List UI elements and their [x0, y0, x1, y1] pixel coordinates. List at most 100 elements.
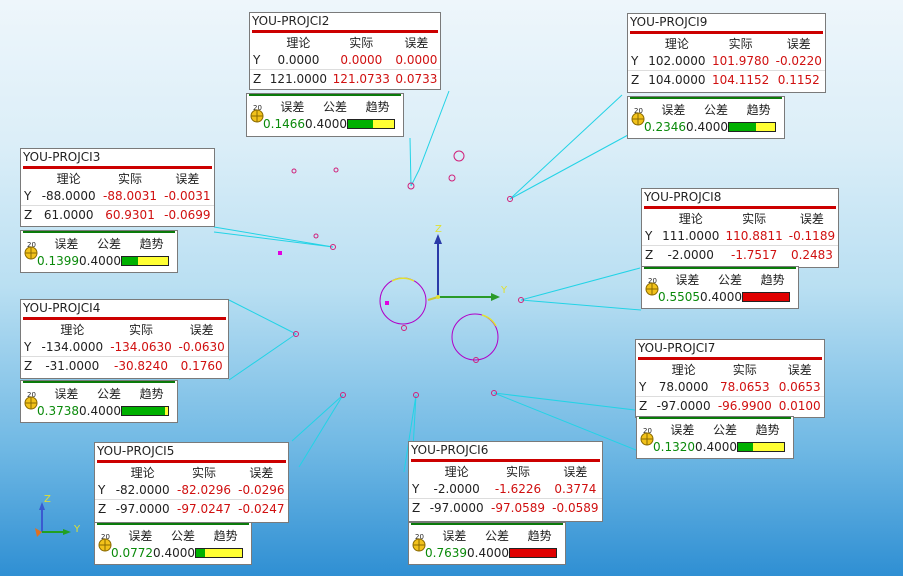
feature-name: YOU-PROJCI8 [644, 190, 722, 204]
triad-z-label: Z [435, 224, 442, 235]
axis-name: Y [95, 481, 112, 500]
col-trend: 趋势 [213, 529, 238, 543]
tolerance-box-c5[interactable]: 20 误差 公差 趋势 0.0772 0.4000 [94, 522, 252, 565]
actual-value: -1.7517 [730, 248, 778, 262]
error-value: 0.0733 [395, 72, 438, 86]
error-value: 0.0100 [778, 399, 821, 413]
col-nominal: 理论 [678, 211, 703, 226]
table-row: Y 102.0000 101.9780 -0.0220 [628, 52, 825, 71]
tolerance-box-c9[interactable]: 20 误差 公差 趋势 0.2346 0.4000 [627, 96, 785, 139]
col-error: 误差 [563, 464, 588, 479]
label-card-c5[interactable]: YOU-PROJCI5 理论 实际 误差 Y -82.0000 -82.0296… [94, 442, 289, 523]
divider [644, 206, 836, 209]
col-tolerance: 公差 [718, 273, 743, 287]
label-card-c7[interactable]: YOU-PROJCI7 理论 实际 误差 Y 78.0000 78.0653 0… [635, 339, 825, 418]
trend-bar [195, 548, 243, 558]
tolerance-icon: 20 [23, 239, 41, 261]
col-nominal: 理论 [60, 322, 85, 337]
axis-name: Z [253, 72, 262, 86]
tolerance-box-c8[interactable]: 20 误差 公差 趋势 0.5505 0.4000 [641, 266, 799, 309]
nominal-value: -2.0000 [426, 480, 488, 499]
label-card-c4[interactable]: YOU-PROJCI4 理论 实际 误差 Y -134.0000 -134.06… [20, 299, 229, 379]
svg-text:20: 20 [643, 427, 652, 435]
error-value: -0.0220 [772, 52, 825, 71]
trend-bar [509, 548, 557, 558]
col-actual: 实际 [742, 211, 767, 226]
col-trend: 趋势 [527, 529, 552, 543]
col-trend: 趋势 [139, 237, 164, 251]
nominal-value: 121.0000 [269, 72, 328, 86]
actual-value: -97.0589 [491, 501, 545, 515]
col-nominal: 理论 [56, 171, 81, 186]
divider [23, 381, 175, 384]
tolerance-box-c3[interactable]: 20 误差 公差 趋势 0.1399 0.4000 [20, 230, 178, 273]
axis-name: Y [250, 51, 267, 70]
col-error: 误差 [404, 35, 429, 50]
col-actual: 实际 [506, 464, 531, 479]
actual-value: -96.9900 [717, 399, 772, 413]
label-card-c8[interactable]: YOU-PROJCI8 理论 实际 误差 Y 111.0000 110.8811… [641, 188, 839, 268]
divider [639, 417, 791, 420]
col-trend: 趋势 [746, 103, 771, 117]
deviation-value: 0.1466 [263, 117, 305, 131]
trend-fill [729, 123, 756, 131]
actual-value: 78.0653 [714, 378, 776, 397]
result-table: 理论 实际 误差 Y -2.0000 -1.6226 0.3774 Z -97.… [409, 462, 602, 517]
deviation-value: 0.5505 [658, 290, 700, 304]
leader-lines [213, 90, 642, 521]
tolerance-value: 0.4000 [153, 546, 195, 560]
tolerance-box-c7[interactable]: 20 误差 公差 趋势 0.1320 0.4000 [636, 416, 794, 459]
col-nominal: 理论 [286, 35, 311, 50]
result-table: 理论 实际 误差 Y -88.0000 -88.0031 -0.0031 Z 6… [21, 169, 214, 224]
col-error: 误差 [799, 211, 824, 226]
label-card-c6[interactable]: YOU-PROJCI6 理论 实际 误差 Y -2.0000 -1.6226 0… [408, 441, 603, 522]
result-table: 理论 实际 误差 Y 78.0000 78.0653 0.0653 Z -97.… [636, 360, 824, 415]
trend-bar [121, 256, 169, 266]
axis-name: Y [409, 480, 426, 499]
feature-name: YOU-PROJCI6 [411, 443, 489, 457]
feature-name: YOU-PROJCI9 [630, 15, 708, 29]
col-tolerance: 公差 [713, 423, 738, 437]
table-row: Y -82.0000 -82.0296 -0.0296 [95, 481, 288, 500]
divider [97, 460, 286, 463]
axis-name: Z [412, 501, 421, 515]
trend-bar [737, 442, 785, 452]
deviation-value: 0.1320 [653, 440, 695, 454]
tolerance-value: 0.4000 [700, 290, 742, 304]
nominal-value: 61.0000 [43, 208, 94, 222]
table-row: Y 78.0000 78.0653 0.0653 [636, 378, 824, 397]
label-card-c9[interactable]: YOU-PROJCI9 理论 实际 误差 Y 102.0000 101.9780… [627, 13, 826, 93]
trend-fill [196, 549, 205, 557]
nominal-value: -97.0000 [656, 399, 711, 413]
svg-text:20: 20 [415, 533, 424, 541]
error-value: -0.0589 [552, 501, 599, 515]
table-row: Z 121.0000 121.0733 0.0733 [250, 70, 440, 89]
actual-value: 0.0000 [329, 51, 393, 70]
tolerance-box-c2[interactable]: 20 误差 公差 趋势 0.1466 0.4000 [246, 93, 404, 137]
trend-fill [122, 257, 139, 265]
actual-value: 104.1152 [712, 73, 770, 87]
label-card-c2[interactable]: YOU-PROJCI2 理论 实际 误差 Y 0.0000 0.0000 0.0… [249, 12, 441, 90]
error-value: 0.1152 [777, 73, 820, 87]
tolerance-box-c6[interactable]: 20 误差 公差 趋势 0.7639 0.4000 [408, 522, 566, 565]
error-value: -0.0699 [164, 208, 211, 222]
col-nominal: 理论 [671, 362, 696, 377]
nominal-value: -97.0000 [429, 501, 484, 515]
mini-triad-z-label: Z [44, 494, 51, 505]
table-row: Z 104.0000 104.1152 0.1152 [628, 71, 825, 90]
tolerance-icon: 20 [411, 531, 429, 553]
label-card-c3[interactable]: YOU-PROJCI3 理论 实际 误差 Y -88.0000 -88.0031… [20, 148, 215, 227]
col-tolerance: 公差 [323, 100, 348, 114]
trend-bar [728, 122, 776, 132]
trend-bar [347, 119, 395, 129]
svg-text:20: 20 [253, 104, 262, 112]
col-actual: 实际 [118, 171, 143, 186]
error-value: -0.0296 [234, 481, 288, 500]
col-tolerance: 公差 [485, 529, 510, 543]
trend-fill [743, 293, 789, 301]
table-row: Z -97.0000 -97.0247 -0.0247 [95, 500, 288, 519]
col-deviation: 误差 [128, 529, 153, 543]
error-value: 0.1760 [180, 359, 223, 373]
tolerance-box-c4[interactable]: 20 误差 公差 趋势 0.3738 0.4000 [20, 380, 178, 423]
